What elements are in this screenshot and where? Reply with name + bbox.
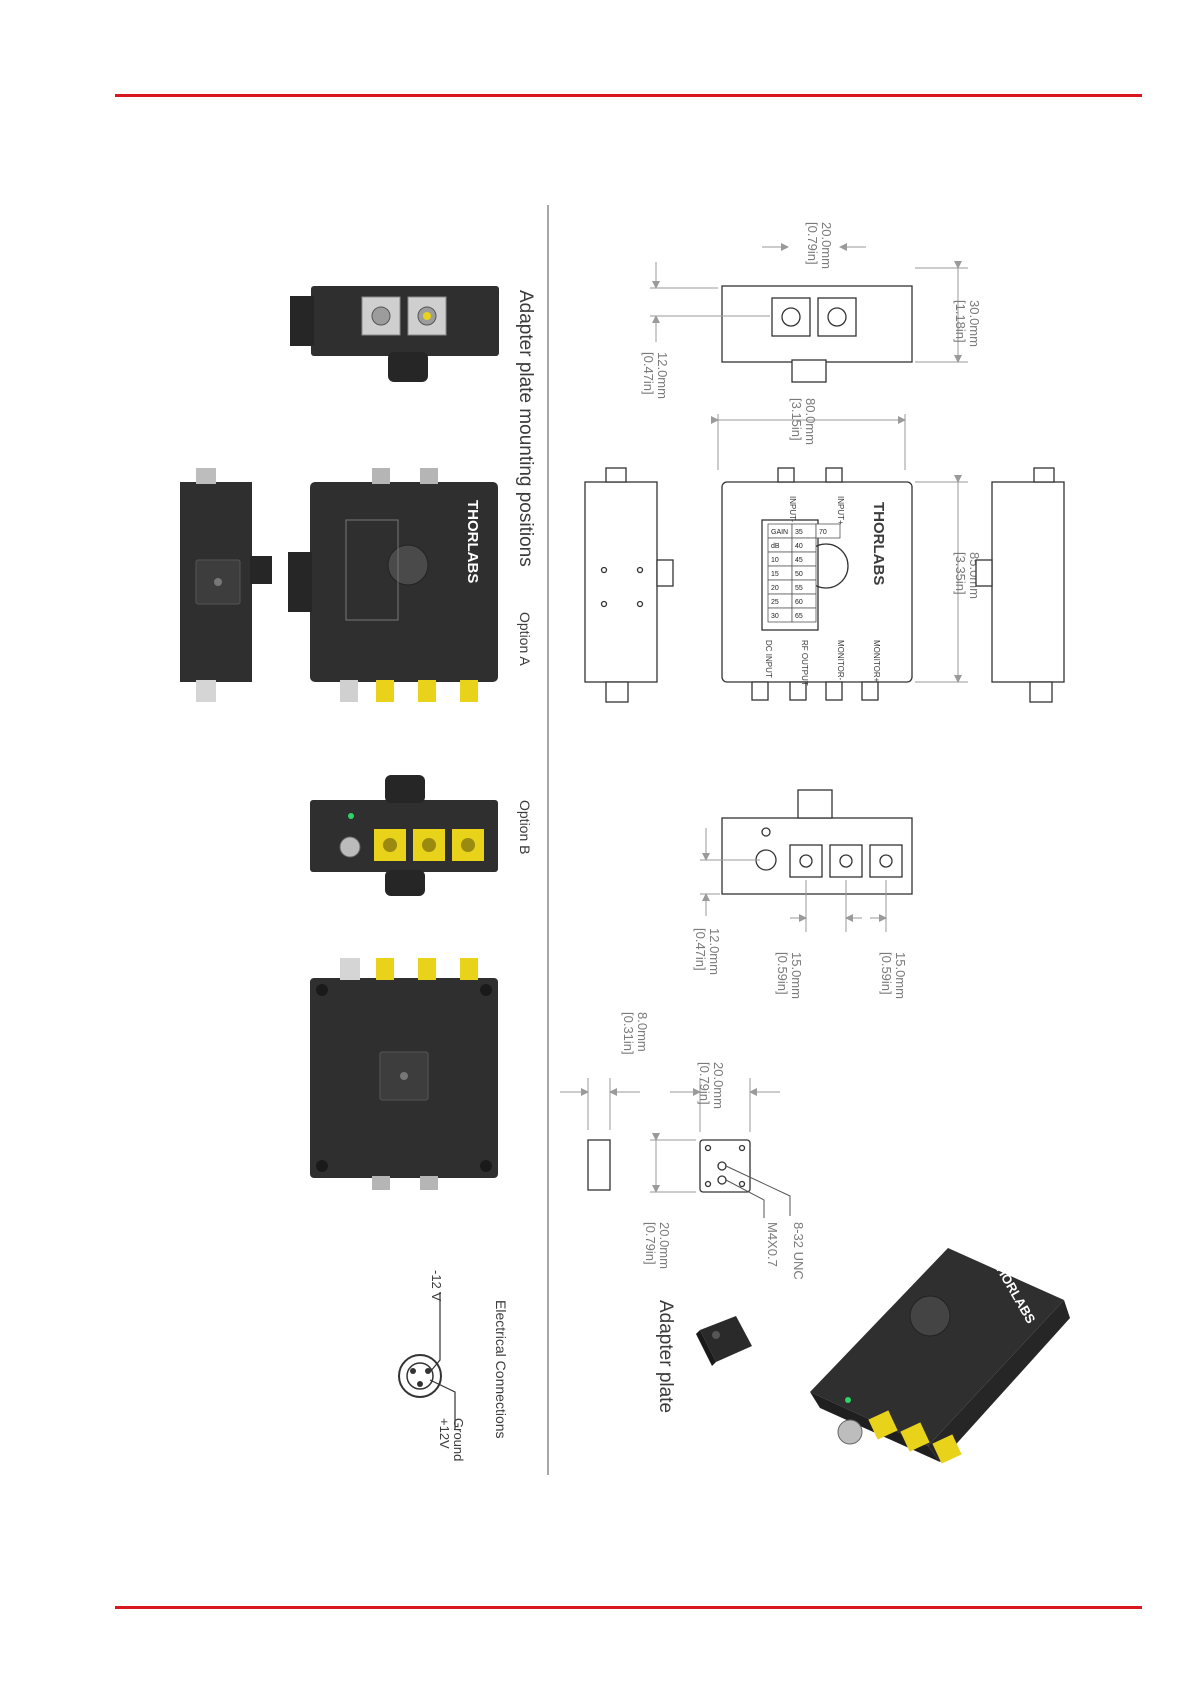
port-input-plus: INPUT+ xyxy=(836,496,845,525)
brand-drawing: THORLABS xyxy=(870,502,887,585)
gain-cell xyxy=(791,607,817,623)
adapter-plate-caption: Adapter plate xyxy=(655,1300,676,1413)
dim-12-mid: 12.0mm xyxy=(707,928,722,975)
adapter-plate-photo xyxy=(696,1316,752,1366)
dim-15-b-in: [0.59in] xyxy=(879,952,894,995)
gain-cell-label: GAIN xyxy=(771,529,788,536)
gain-cell-label: 15 xyxy=(771,571,779,578)
end-view-photo-option-b xyxy=(310,775,498,896)
dim-12-top: 12.0mm xyxy=(655,352,670,399)
mounting-caption: Adapter plate mounting positions Option … xyxy=(515,290,536,666)
dim-15-a: 15.0mm xyxy=(789,952,804,999)
electrical-caption: Electrical Connections xyxy=(493,1300,509,1439)
gain-cell-label: 10 xyxy=(771,557,779,564)
gain-cell-label: 40 xyxy=(795,543,803,550)
dim-8: 8.0mm xyxy=(635,1012,650,1052)
minus-12v-label: -12 V xyxy=(429,1270,444,1301)
end-view-drawing-top xyxy=(721,285,913,383)
top-view-photo-option-a: THORLABS xyxy=(288,468,498,702)
dim-20-plate-h-in: [0.79in] xyxy=(643,1222,658,1265)
gain-table: GAIN dB 10 15 20 25 30 35 40 45 50 55 60 65 70 xyxy=(767,523,841,623)
isometric-product-photo: THORLABS xyxy=(810,1248,1070,1464)
thread-unc-label: 8-32 UNC xyxy=(791,1222,806,1280)
gain-cell-label: 20 xyxy=(771,585,779,592)
dim-15-b: 15.0mm xyxy=(893,952,908,999)
side-view-photo-option-a xyxy=(180,468,272,702)
gain-cell-label: 65 xyxy=(795,613,803,620)
port-monitor-minus: MONITOR- xyxy=(836,640,845,681)
gain-cell-label: dB xyxy=(771,543,780,550)
mounting-caption-text: Adapter plate mounting positions xyxy=(515,290,536,567)
ground-label: Ground xyxy=(451,1418,466,1461)
end-view-drawing-option-b xyxy=(721,789,913,895)
dim-80-in: [3.15in] xyxy=(789,398,804,441)
bottom-view-photo xyxy=(310,958,498,1190)
thread-metric-label: M4X0.7 xyxy=(765,1222,780,1267)
gain-cell-label: 55 xyxy=(795,585,803,592)
brand-photo-a: THORLABS xyxy=(464,500,481,583)
gain-cell-label: 70 xyxy=(819,529,827,536)
dim-12-mid-in: [0.47in] xyxy=(693,928,708,971)
plus-12v-label: +12V xyxy=(437,1418,452,1449)
port-dc-input: DC INPUT xyxy=(764,640,773,678)
bottom-red-rule xyxy=(115,1606,1142,1609)
gain-cell-label: 35 xyxy=(795,529,803,536)
side-view-drawing-right xyxy=(975,467,1065,703)
adapter-plate-face-drawing xyxy=(699,1139,751,1193)
top-red-rule xyxy=(115,94,1142,97)
port-monitor-plus: MONITOR+ xyxy=(872,640,881,683)
dim-12-top-in: [0.47in] xyxy=(641,352,656,395)
dim-20-plate-w: 20.0mm xyxy=(711,1062,726,1109)
power-connector-diagram xyxy=(398,1292,456,1430)
dim-20-plate-w-in: [0.79in] xyxy=(697,1062,712,1105)
port-rf-output: RF OUTPUT xyxy=(800,640,809,686)
dim-30: 30.0mm xyxy=(967,300,982,347)
dim-80: 80.0mm xyxy=(803,398,818,445)
end-view-photo-top xyxy=(290,286,499,382)
dim-20-plate-h: 20.0mm xyxy=(657,1222,672,1269)
gain-cell-label: 50 xyxy=(795,571,803,578)
gain-cell-label: 30 xyxy=(771,613,779,620)
port-input-minus: INPUT- xyxy=(788,496,797,523)
gain-cell xyxy=(815,523,841,539)
dim-15-a-in: [0.59in] xyxy=(775,952,790,995)
dim-20-top: 20.0mm xyxy=(819,222,834,269)
option-a-label: Option A xyxy=(517,612,533,666)
dim-85-in: [3.35in] xyxy=(953,552,968,595)
gain-cell-label: 45 xyxy=(795,557,803,564)
gain-cell-label: 60 xyxy=(795,599,803,606)
side-view-drawing-left xyxy=(584,467,674,703)
adapter-plate-side-drawing xyxy=(587,1139,611,1191)
option-b-label: Option B xyxy=(517,800,533,854)
dim-8-in: [0.31in] xyxy=(621,1012,636,1055)
dim-20-top-in: [0.79in] xyxy=(805,222,820,265)
dim-30-in: [1.18in] xyxy=(953,300,968,343)
gain-cell-label: 25 xyxy=(771,599,779,606)
